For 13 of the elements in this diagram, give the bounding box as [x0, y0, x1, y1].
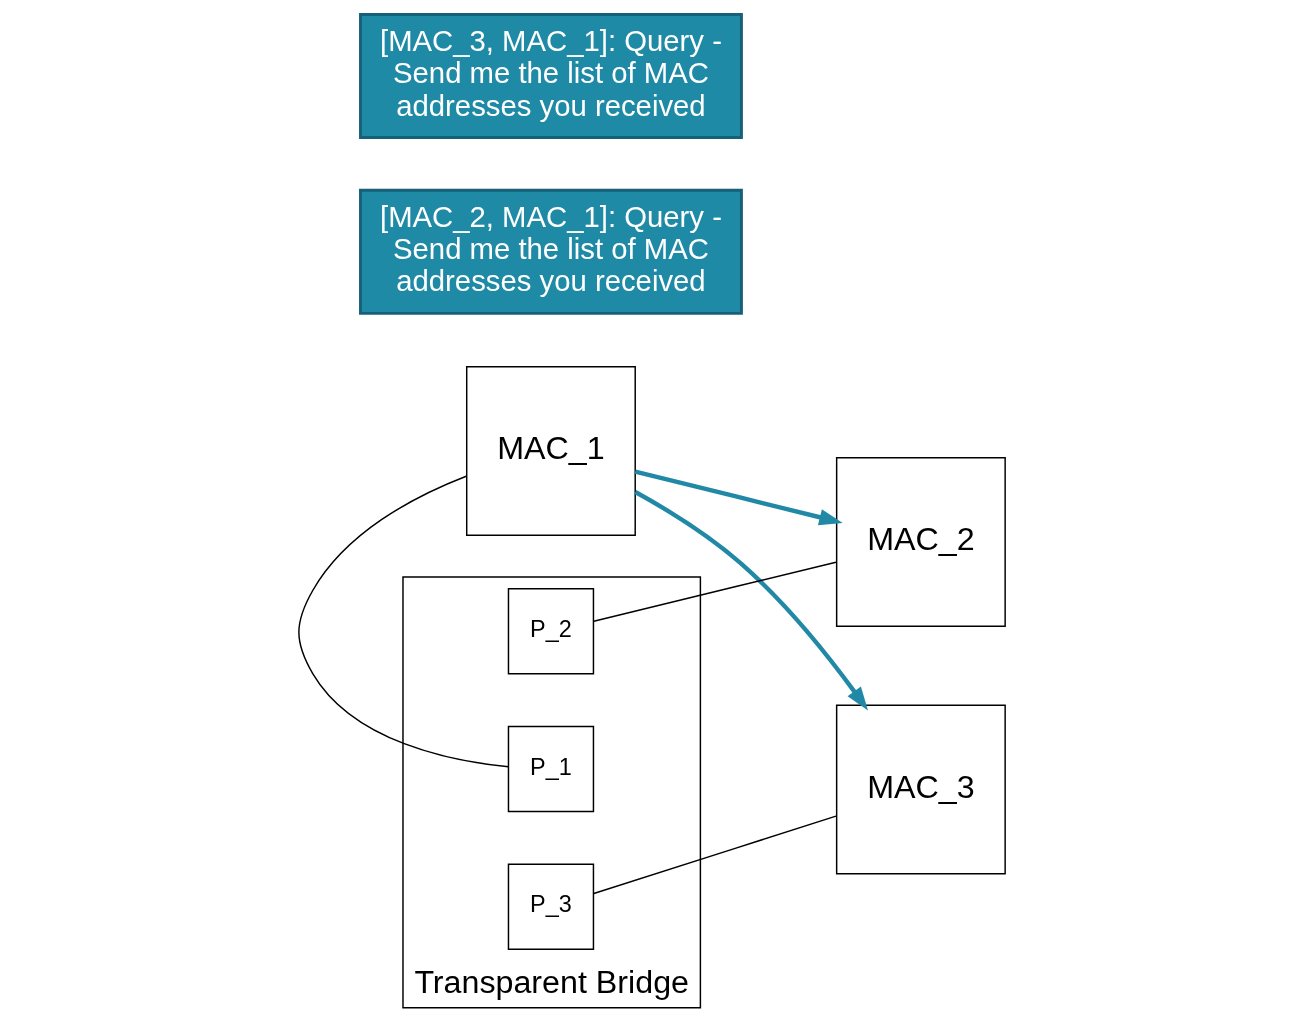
node-box: MAC_2 [835, 456, 1006, 627]
node-box: P_3 [507, 863, 594, 950]
node-box: P_2 [507, 588, 594, 675]
arrow [633, 490, 868, 711]
node-box: P_1 [507, 725, 594, 813]
arrow [634, 469, 843, 526]
node-box: MAC_3 [835, 704, 1006, 875]
node-box: MAC_1 [465, 366, 636, 537]
connector [592, 815, 837, 895]
connector [297, 475, 509, 768]
node-box: [MAC_3, MAC_1]: Query - Send me the list of MAC addresses you received [358, 13, 743, 139]
connector [592, 561, 837, 622]
node-box: [MAC_2, MAC_1]: Query - Send me the list of MAC addresses you received [358, 188, 743, 315]
